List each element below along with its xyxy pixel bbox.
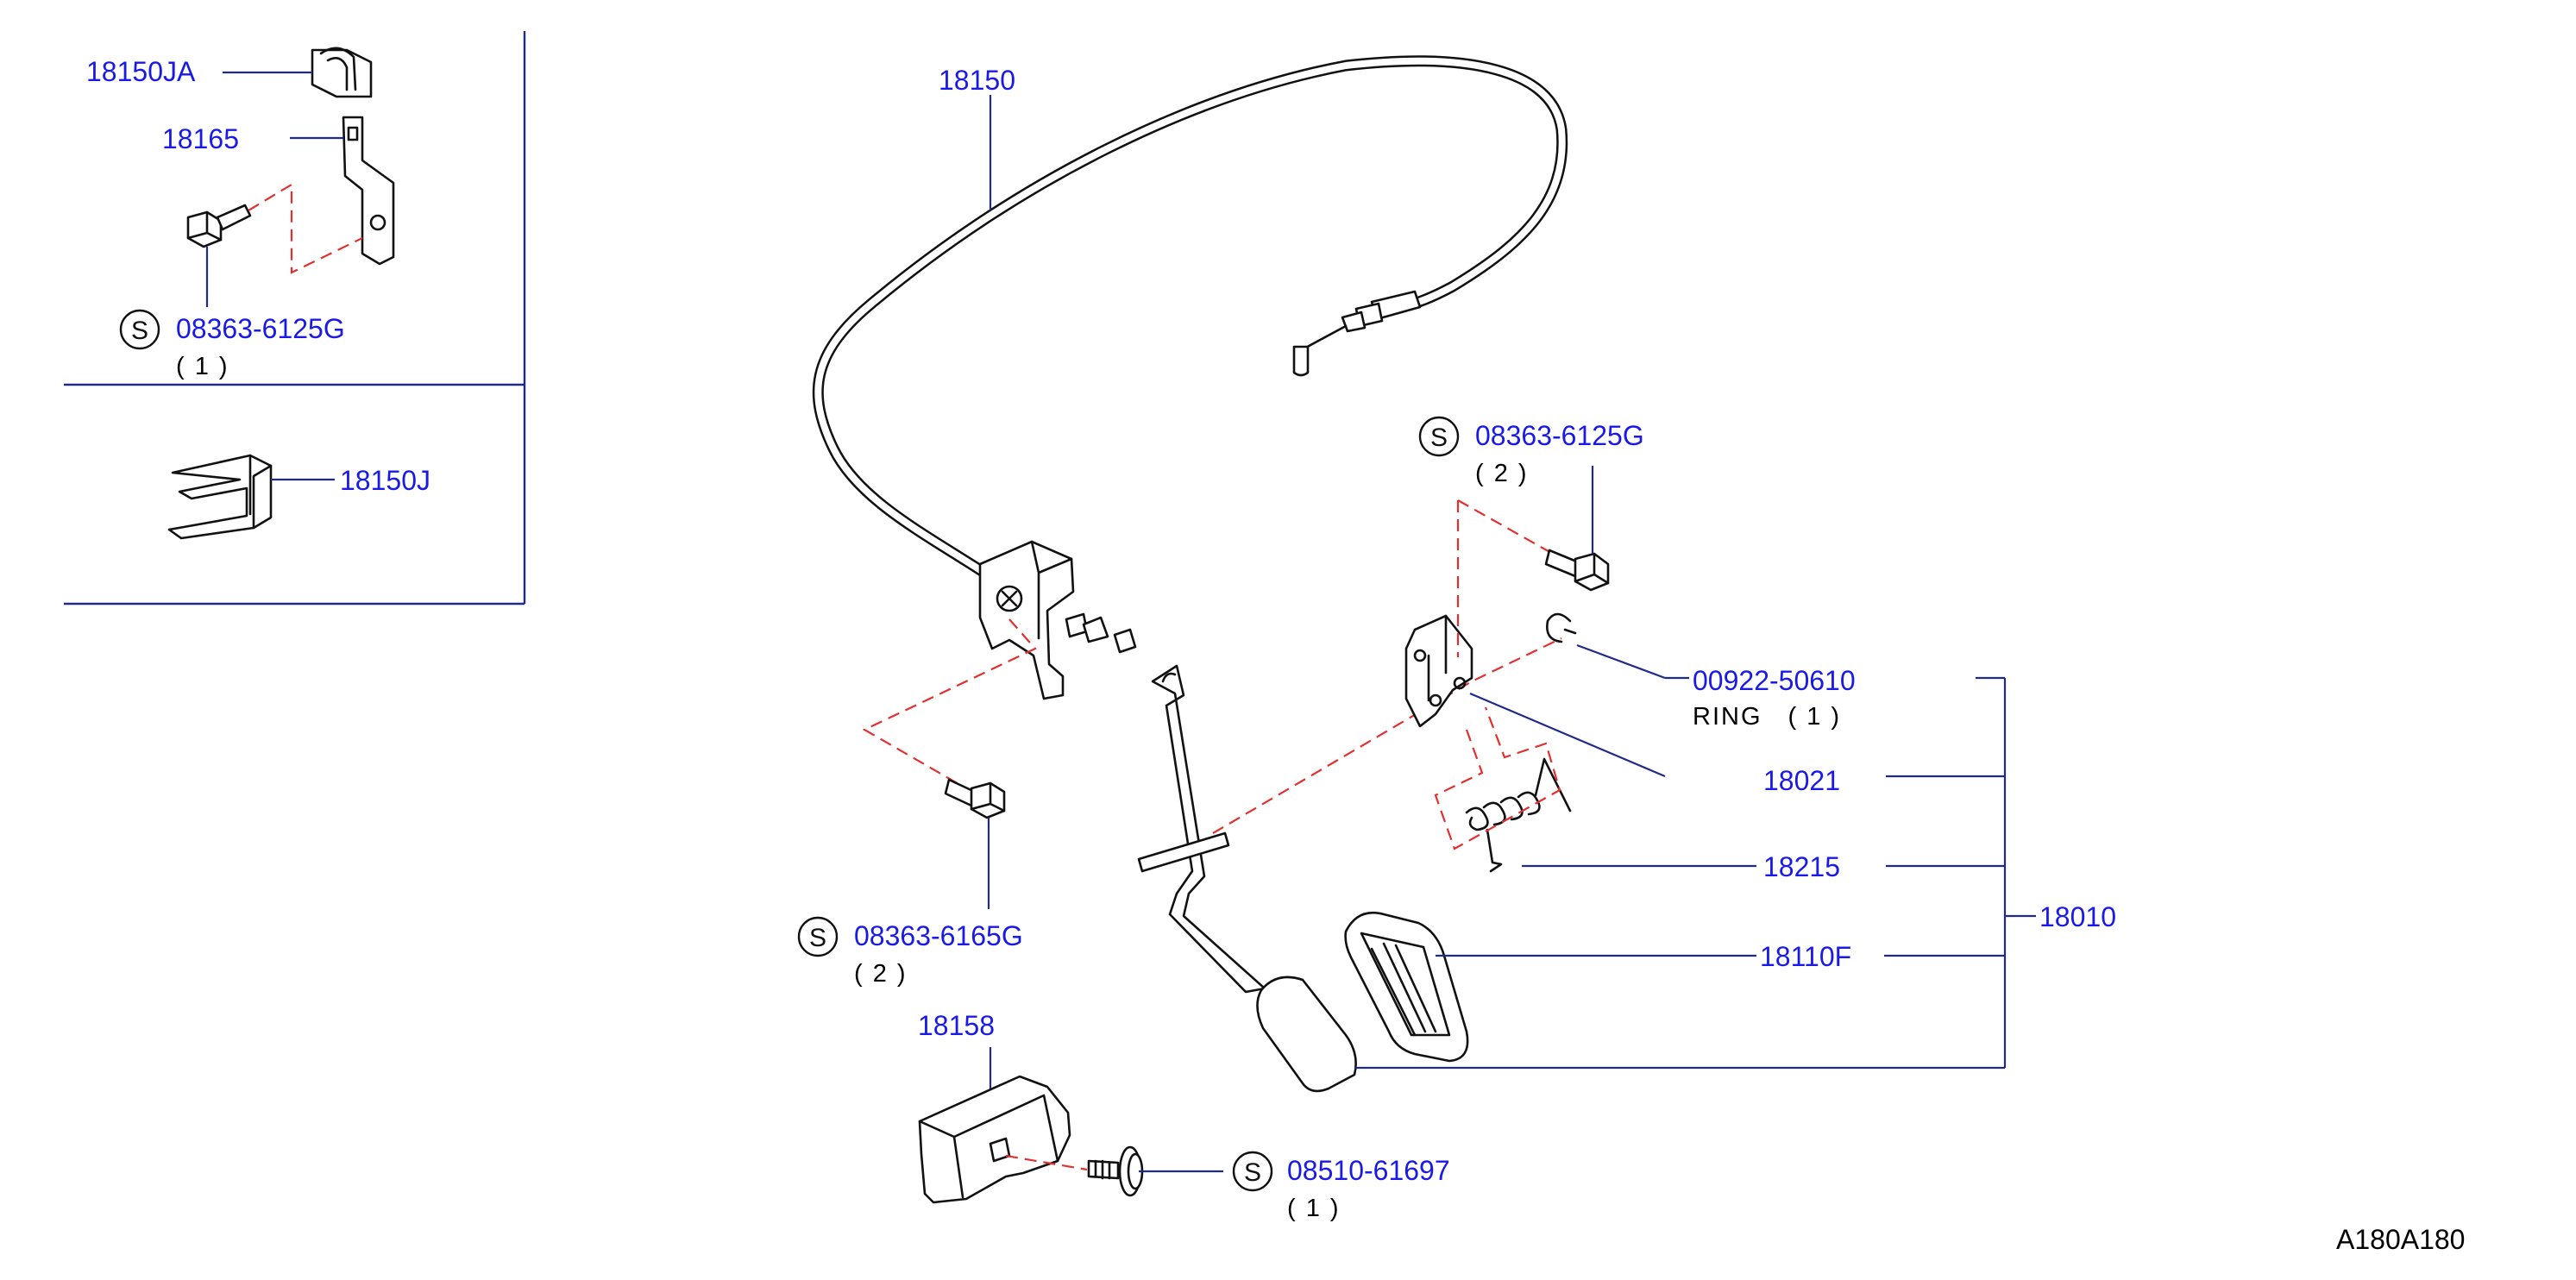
- return-spring-18215[interactable]: [1465, 757, 1572, 873]
- label-bolt-08363-6125g-top-left[interactable]: 08363-6125G: [176, 313, 345, 344]
- screw-08510-61697[interactable]: [1087, 1145, 1144, 1197]
- label-bolt-08363-6125g-right[interactable]: 08363-6125G: [1475, 420, 1644, 451]
- bushing-parts: [1065, 612, 1137, 654]
- label-18165[interactable]: 18165: [162, 123, 239, 154]
- s-letter: S: [1244, 1158, 1261, 1187]
- bracket-18165[interactable]: [342, 116, 395, 266]
- label-18158[interactable]: 18158: [918, 1010, 995, 1041]
- assembly-bracket-18010: [1354, 676, 2036, 1070]
- qty-bolt-lower-left: ( 2 ): [854, 960, 908, 988]
- accelerator-cable-18150[interactable]: [812, 55, 1568, 599]
- label-18150[interactable]: 18150: [939, 65, 1015, 96]
- pedal-pad-lever[interactable]: [1256, 976, 1357, 1093]
- label-ring-00922-50610[interactable]: 00922-50610: [1693, 665, 1856, 696]
- ring-qty: ( 1 ): [1788, 703, 1842, 731]
- label-18150ja[interactable]: 18150JA: [86, 56, 196, 87]
- qty-bolt-mid-right: ( 2 ): [1475, 460, 1529, 487]
- cable-clip-18150ja[interactable]: [311, 47, 373, 98]
- ring-name: RING ( 1 ): [1693, 703, 1841, 731]
- pedal-arm[interactable]: [1137, 664, 1266, 994]
- bolt-08363-6125g-right[interactable]: [1544, 549, 1610, 592]
- label-18215[interactable]: 18215: [1763, 851, 1840, 882]
- s-letter: S: [131, 317, 148, 345]
- s-symbol-mid-right: [1418, 416, 1460, 457]
- ring-name-text: RING: [1693, 703, 1762, 731]
- ring-00922-50610[interactable]: [1546, 612, 1577, 643]
- clip-18150j[interactable]: [167, 454, 273, 540]
- s-symbol-top-left: [119, 309, 160, 350]
- label-18021[interactable]: 18021: [1763, 765, 1840, 796]
- label-18110f[interactable]: 18110F: [1760, 941, 1851, 972]
- s-letter: S: [1430, 424, 1448, 452]
- pedal-bracket-18021[interactable]: [1404, 614, 1473, 728]
- pedal-pad-18110f[interactable]: [1344, 911, 1469, 1063]
- label-screw-08510-61697[interactable]: 08510-61697: [1287, 1155, 1450, 1186]
- s-symbol-lower-left: [797, 916, 839, 957]
- label-bolt-08363-6165g[interactable]: 08363-6165G: [854, 920, 1023, 951]
- s-symbol-bottom: [1232, 1151, 1273, 1192]
- s-letter: S: [809, 924, 826, 952]
- bolt-08363-6125g-top-left[interactable]: [186, 204, 252, 248]
- label-18010[interactable]: 18010: [2039, 901, 2116, 932]
- stopper-18158[interactable]: [918, 1075, 1071, 1204]
- bolt-08363-6165g[interactable]: [944, 778, 1006, 819]
- label-18150j[interactable]: 18150J: [340, 465, 430, 496]
- cable-bracket[interactable]: [978, 540, 1075, 700]
- qty-screw-bottom: ( 1 ): [1287, 1195, 1341, 1222]
- inset-panel: [64, 31, 526, 605]
- qty-bolt-top-left: ( 1 ): [176, 353, 229, 380]
- diagram-code: A180A180: [2336, 1224, 2465, 1255]
